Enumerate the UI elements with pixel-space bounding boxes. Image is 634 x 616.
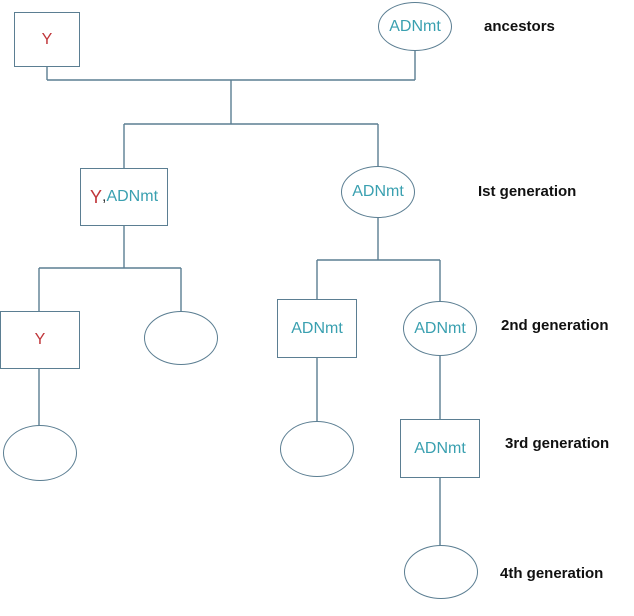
mt-marker-label: ADNmt [414, 439, 466, 457]
mt-marker-label: ADNmt [389, 17, 441, 35]
label-fourth-generation: 4th generation [500, 565, 604, 582]
mt-marker-label: ADNmt [106, 188, 159, 205]
gen4-female-node [404, 545, 478, 599]
marker-separator: , [102, 188, 107, 205]
y-marker-label: Y [89, 186, 102, 207]
ancestor-female-node: ADNmt [378, 2, 452, 51]
gen3-female-middle-node [280, 421, 354, 477]
label-first-generation: Ist generation [478, 183, 577, 200]
gen1-male-node: Y,ADNmt [80, 168, 168, 226]
ancestor-male-node: Y [14, 12, 80, 67]
gen2-male-right-node: ADNmt [277, 299, 357, 358]
label-second-generation: 2nd generation [501, 317, 609, 334]
mt-marker-label: ADNmt [414, 319, 466, 337]
label-third-generation: 3rd generation [505, 435, 610, 452]
mt-marker-label: ADNmt [352, 183, 404, 200]
gen2-female-left-node [144, 311, 218, 365]
gen3-male-right-node: ADNmt [400, 419, 480, 478]
mt-marker-label: ADNmt [291, 319, 343, 337]
y-marker-label: Y [34, 331, 46, 348]
gen1-female-node: ADNmt [341, 166, 415, 218]
gen2-male-left-node: Y [0, 311, 80, 369]
gen2-female-right-node: ADNmt [403, 301, 477, 356]
gen3-female-left-node [3, 425, 77, 481]
label-ancestors: ancestors [484, 18, 555, 35]
y-marker-label: Y [41, 30, 53, 48]
